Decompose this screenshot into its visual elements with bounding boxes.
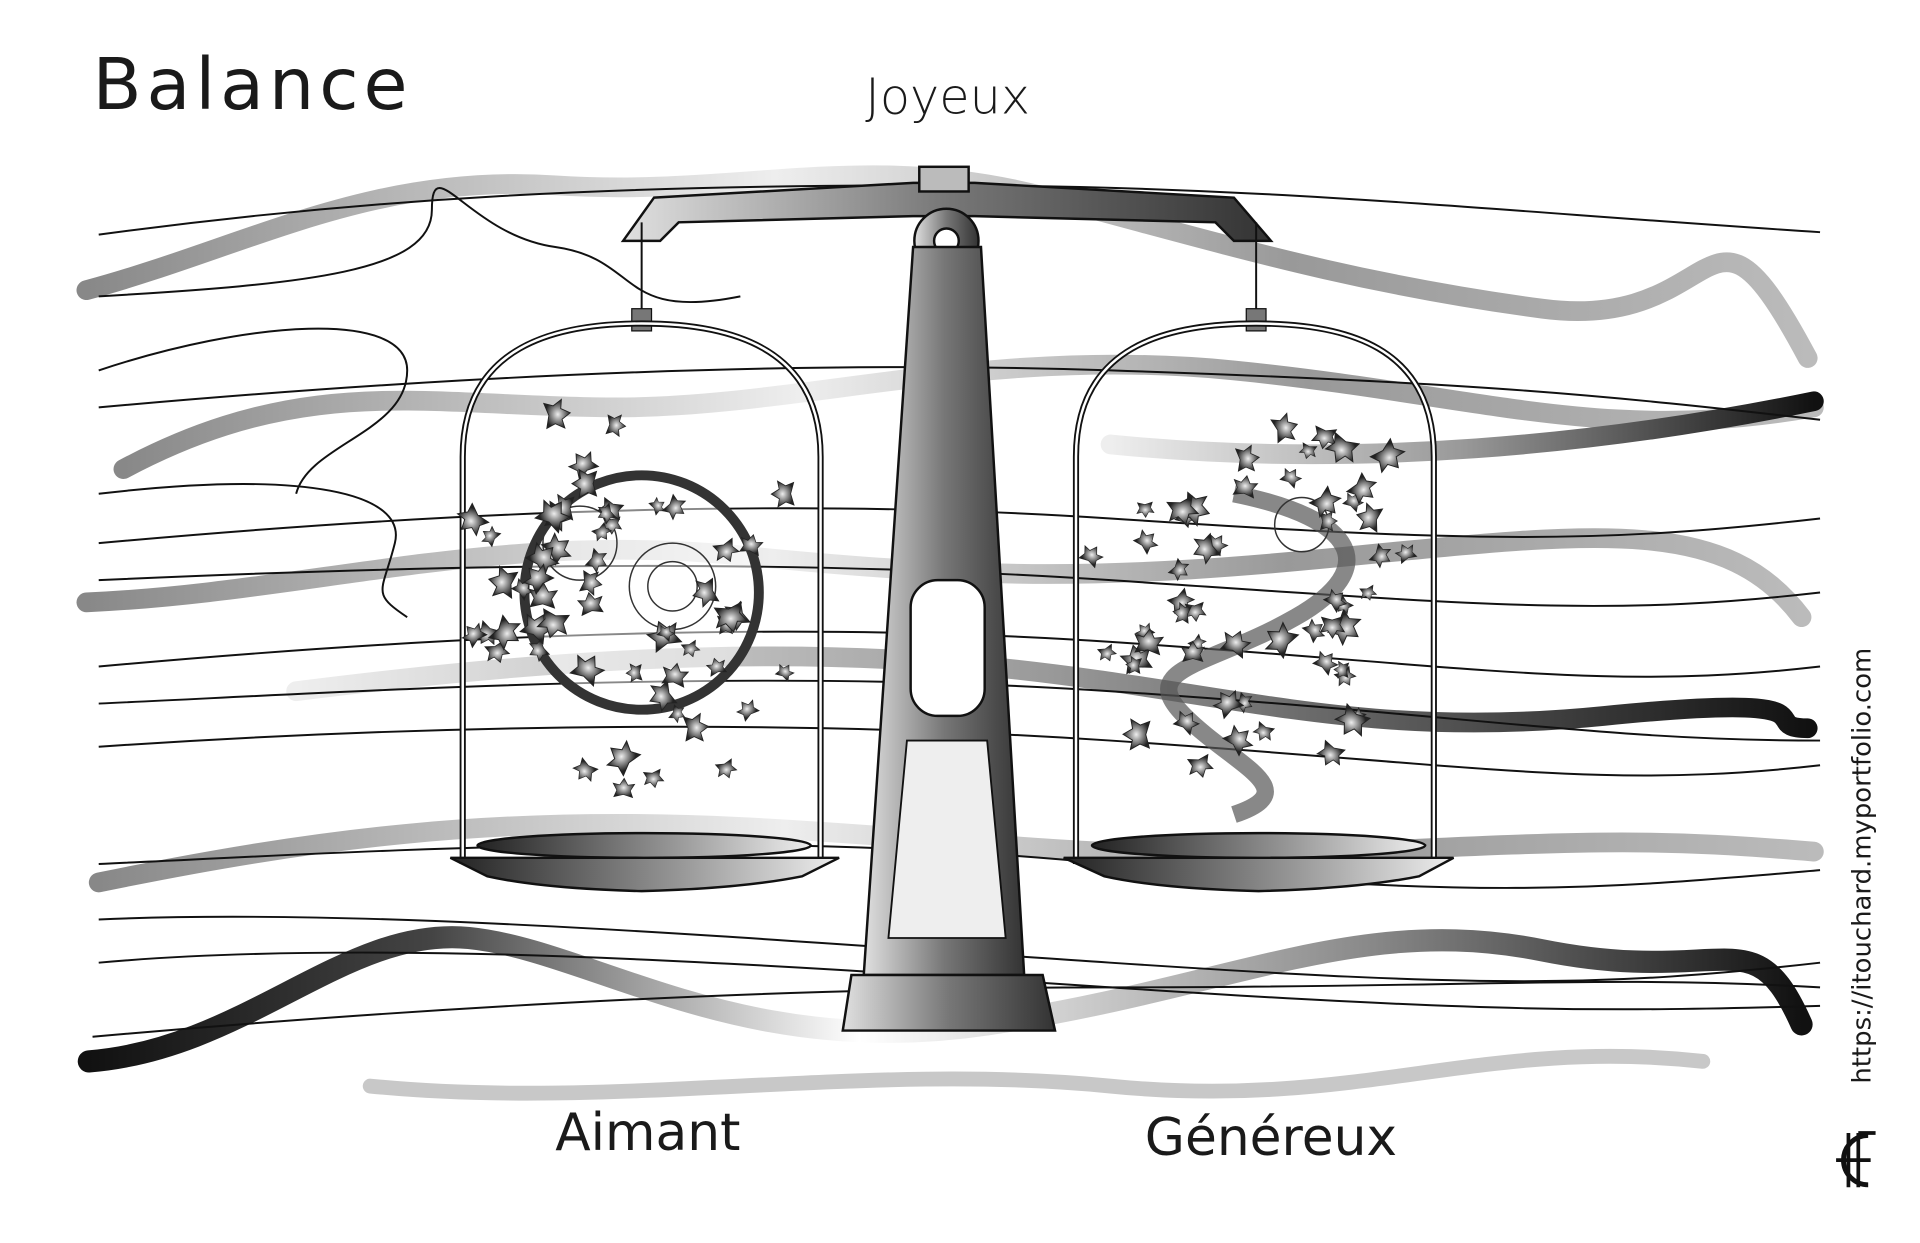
leaf [712, 537, 741, 563]
leaf [567, 450, 600, 481]
leaf [591, 521, 613, 542]
leaf [1172, 602, 1193, 624]
leaf [522, 563, 555, 595]
wave-lines [92, 184, 1821, 1038]
leaf [1166, 495, 1200, 526]
label-aimant: Aimant [555, 1103, 740, 1163]
leaf [1234, 444, 1261, 472]
leaf [1172, 710, 1201, 736]
leaf [656, 624, 676, 643]
leaf [1319, 616, 1346, 639]
leaf [705, 657, 728, 677]
leaf [1368, 543, 1392, 569]
leaf [524, 541, 560, 577]
leaf [605, 414, 627, 438]
leaf [1132, 529, 1159, 555]
leaf [572, 757, 599, 782]
leaf [1316, 739, 1346, 766]
leaf [1394, 544, 1418, 565]
scale [449, 165, 1455, 1032]
leaf [571, 468, 598, 499]
portfolio-url[interactable]: https://itouchard.myportfolio.com [1848, 648, 1878, 1084]
leaf [1125, 655, 1142, 674]
leaf [487, 565, 519, 599]
leaf [1319, 510, 1338, 532]
leaf [770, 480, 795, 508]
leaf [1212, 689, 1245, 720]
leaf [1322, 588, 1348, 614]
leaf [714, 758, 738, 779]
leaf [461, 622, 488, 649]
leaf [1122, 718, 1151, 751]
leaf [528, 582, 559, 609]
leaf [1233, 691, 1253, 714]
leaf [661, 662, 690, 688]
leaf [605, 739, 642, 777]
falling-leaves [456, 398, 1418, 799]
leaf [1180, 640, 1206, 662]
leaf [692, 577, 720, 608]
leaf [680, 639, 701, 658]
leaf [576, 591, 604, 617]
title: Balance [93, 43, 413, 126]
leaf [1342, 492, 1365, 513]
leaf [736, 699, 760, 722]
leaf [487, 614, 522, 651]
leaf [1167, 557, 1190, 582]
leaf [1369, 437, 1406, 474]
leaf [739, 534, 764, 557]
leaf [1345, 471, 1378, 505]
leaf [1270, 412, 1299, 444]
leaf [536, 608, 571, 639]
label-joyeux: Joyeux [865, 68, 1030, 126]
leaf [528, 638, 551, 663]
leaf [1333, 660, 1350, 679]
leaf [1301, 618, 1326, 644]
leaf [1096, 643, 1118, 662]
leaf [597, 502, 617, 525]
leaf [1311, 650, 1339, 676]
leaf [1324, 431, 1361, 464]
leaf [682, 712, 710, 742]
leaf [1298, 442, 1318, 460]
leaf [774, 663, 795, 683]
leaf [1232, 474, 1259, 499]
leaf [456, 502, 490, 537]
leaf [1359, 584, 1378, 601]
leaf [596, 496, 625, 522]
leaf [584, 547, 608, 574]
leaf [1136, 501, 1155, 518]
leaf [1078, 545, 1104, 569]
leaf [1279, 467, 1303, 489]
leaf [569, 654, 606, 687]
leaf [625, 663, 643, 683]
leaf [1355, 502, 1384, 533]
leaf [1264, 621, 1300, 660]
leaf [1252, 721, 1276, 741]
leaf [481, 525, 502, 548]
leaf [534, 499, 572, 534]
artist-logo [1836, 1131, 1876, 1188]
leaf [668, 704, 685, 724]
leaf [612, 777, 636, 799]
leaf [1221, 724, 1254, 757]
leaf [579, 570, 603, 596]
leaf [649, 679, 678, 713]
leaf [1193, 532, 1222, 565]
leaf [661, 493, 687, 521]
leaf [1333, 702, 1372, 737]
label-genereux: Généreux [1145, 1108, 1397, 1168]
leaf [1308, 485, 1342, 519]
leaf [1186, 753, 1214, 778]
leaf [713, 601, 749, 633]
leaf [542, 398, 572, 430]
leaf [1134, 627, 1165, 656]
leaf [1219, 630, 1252, 659]
leaf [642, 768, 665, 789]
